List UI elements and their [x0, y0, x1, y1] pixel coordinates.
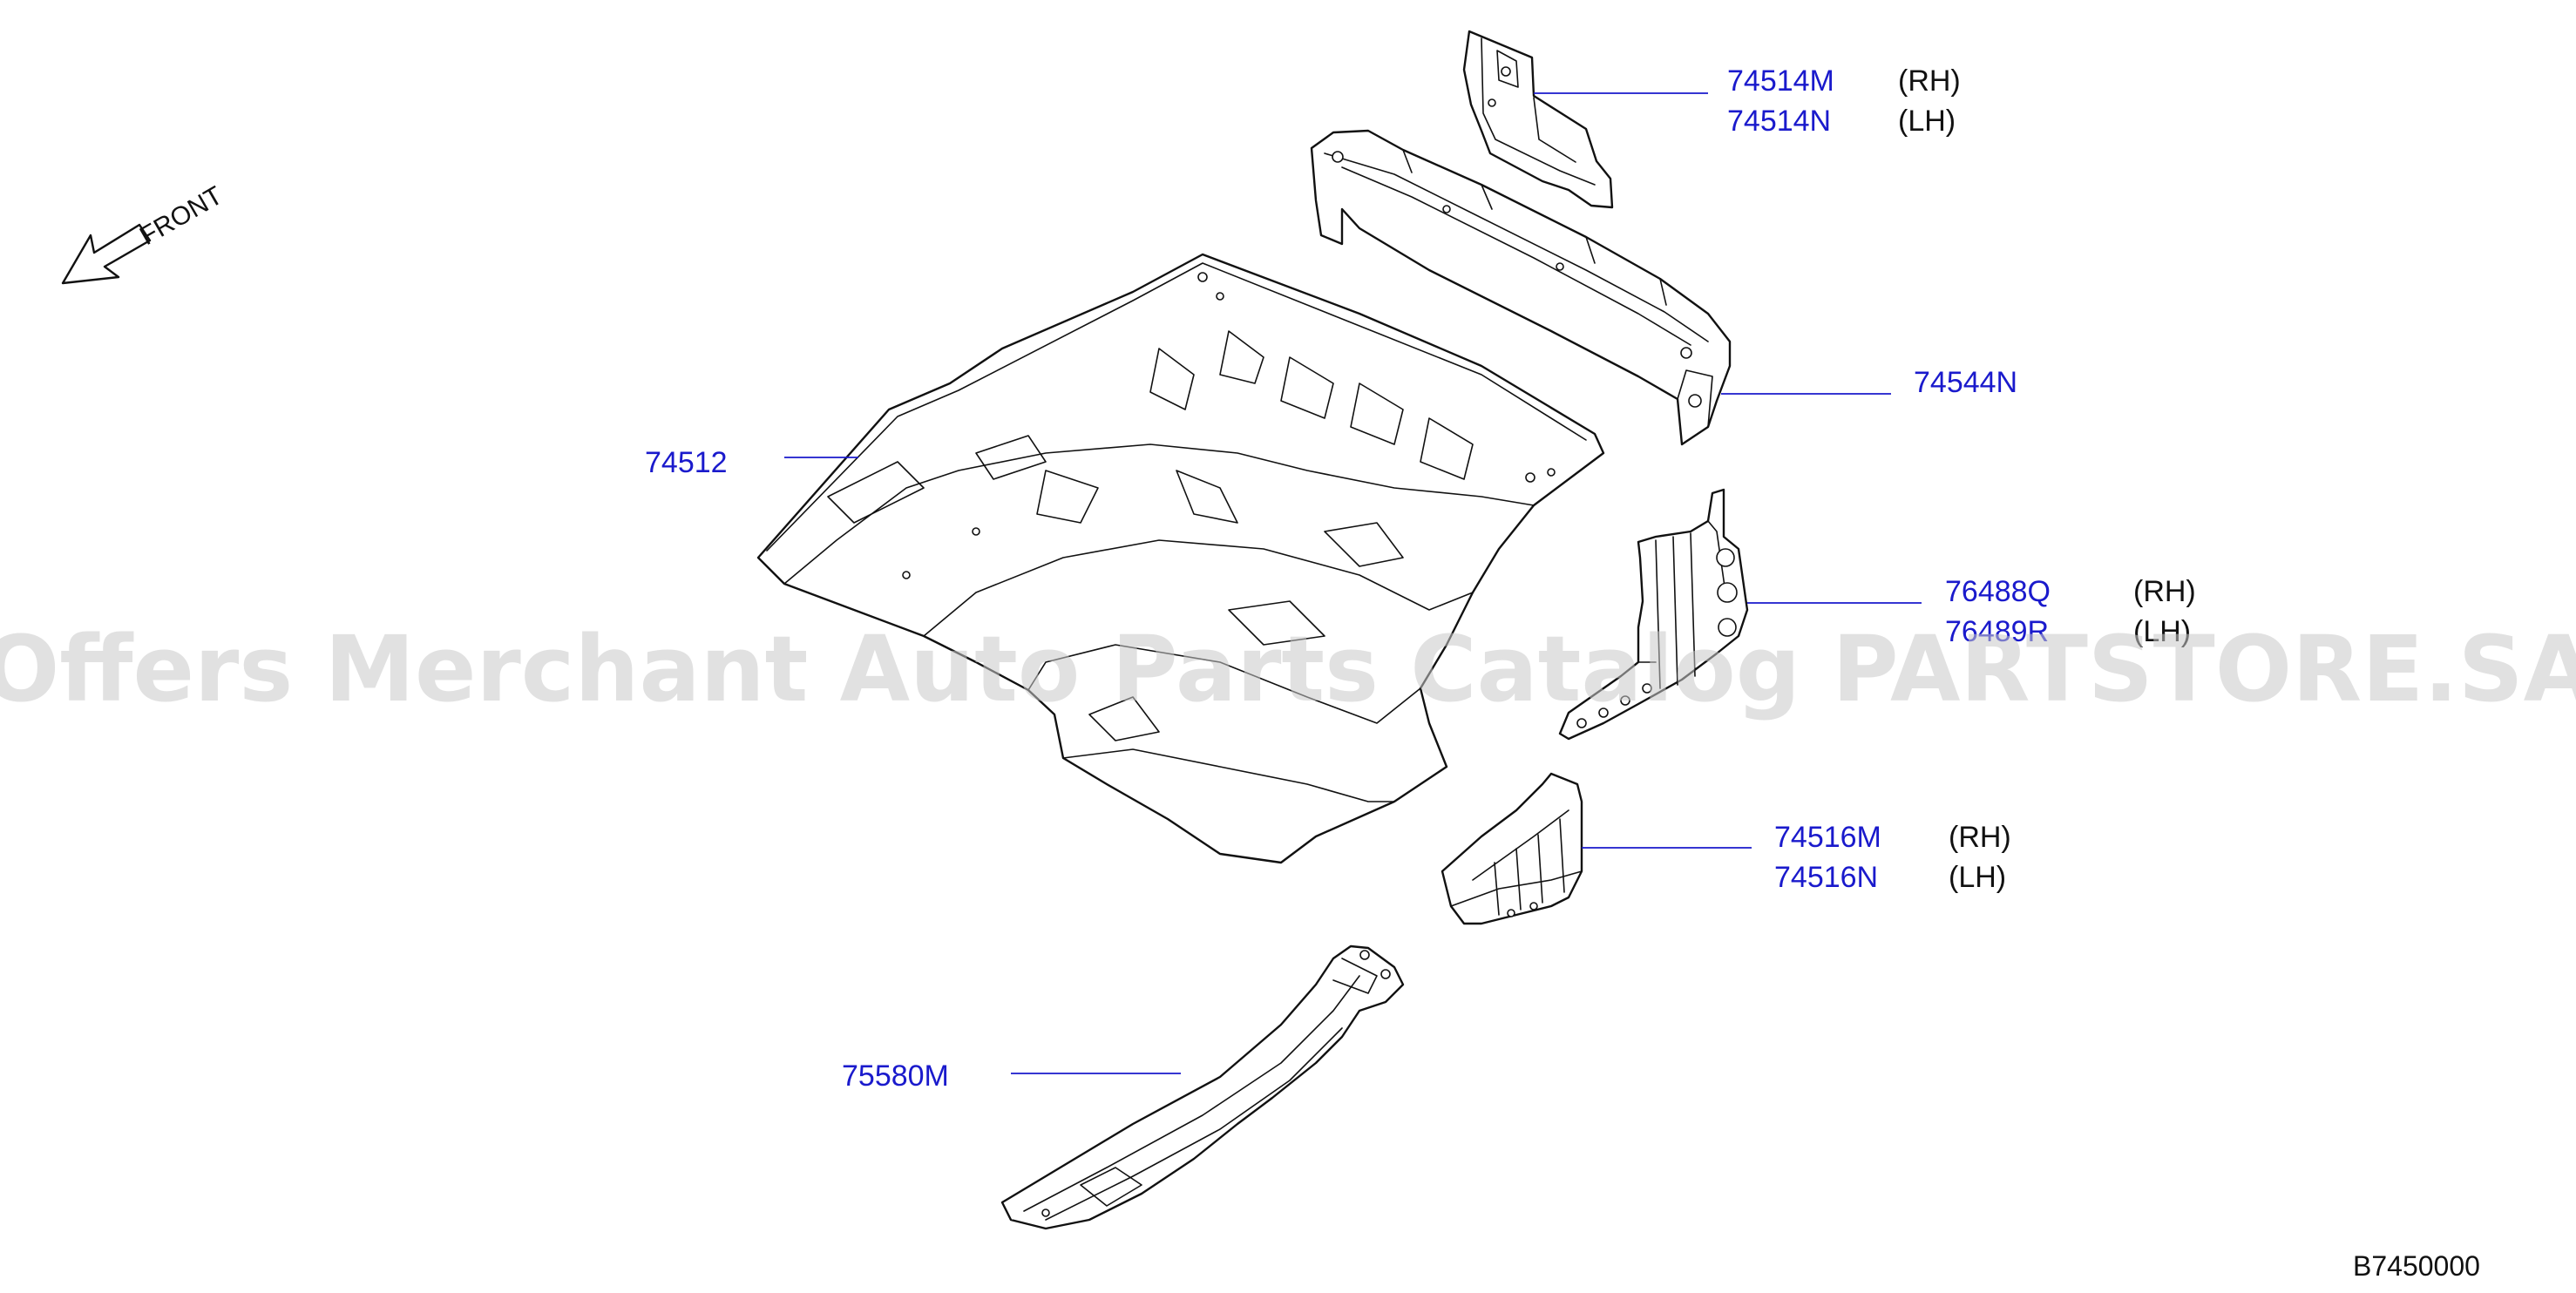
part-number-76488Q[interactable]: 76488Q [1945, 575, 2051, 608]
part-number-75580M[interactable]: 75580M [842, 1059, 949, 1093]
side-label-74516N: (LH) [1949, 861, 2006, 894]
part-76488-side-bracket-drawing [1558, 488, 1749, 741]
part-number-74516N[interactable]: 74516N [1774, 861, 1878, 894]
part-number-74514N[interactable]: 74514N [1727, 105, 1831, 138]
diagram-code: B7450000 [2353, 1250, 2480, 1282]
part-number-74514M[interactable]: 74514M [1727, 64, 1834, 98]
part-74516-rear-bracket-drawing [1441, 772, 1583, 925]
part-74544N-crossmember-drawing [1310, 129, 1732, 446]
side-label-74514N: (LH) [1898, 105, 1956, 138]
part-number-74516M[interactable]: 74516M [1774, 821, 1881, 854]
front-label: FRONT [135, 181, 227, 251]
part-75580M-rail-drawing [1000, 944, 1405, 1230]
side-label-76488Q: (RH) [2133, 575, 2196, 608]
side-label-76489R: (LH) [2133, 615, 2191, 648]
side-label-74514M: (RH) [1898, 64, 1961, 98]
side-label-74516M: (RH) [1949, 821, 2011, 854]
part-number-76489R[interactable]: 76489R [1945, 615, 2049, 648]
front-arrow-icon [61, 223, 152, 285]
part-74514-bracket-drawing [1462, 30, 1614, 209]
part-74512-floor-panel-drawing [756, 253, 1605, 864]
watermark-text: Offers Merchant Auto Parts Catalog PARTS… [0, 616, 2576, 722]
part-number-74544N[interactable]: 74544N [1914, 366, 2017, 399]
part-number-74512[interactable]: 74512 [645, 446, 728, 479]
